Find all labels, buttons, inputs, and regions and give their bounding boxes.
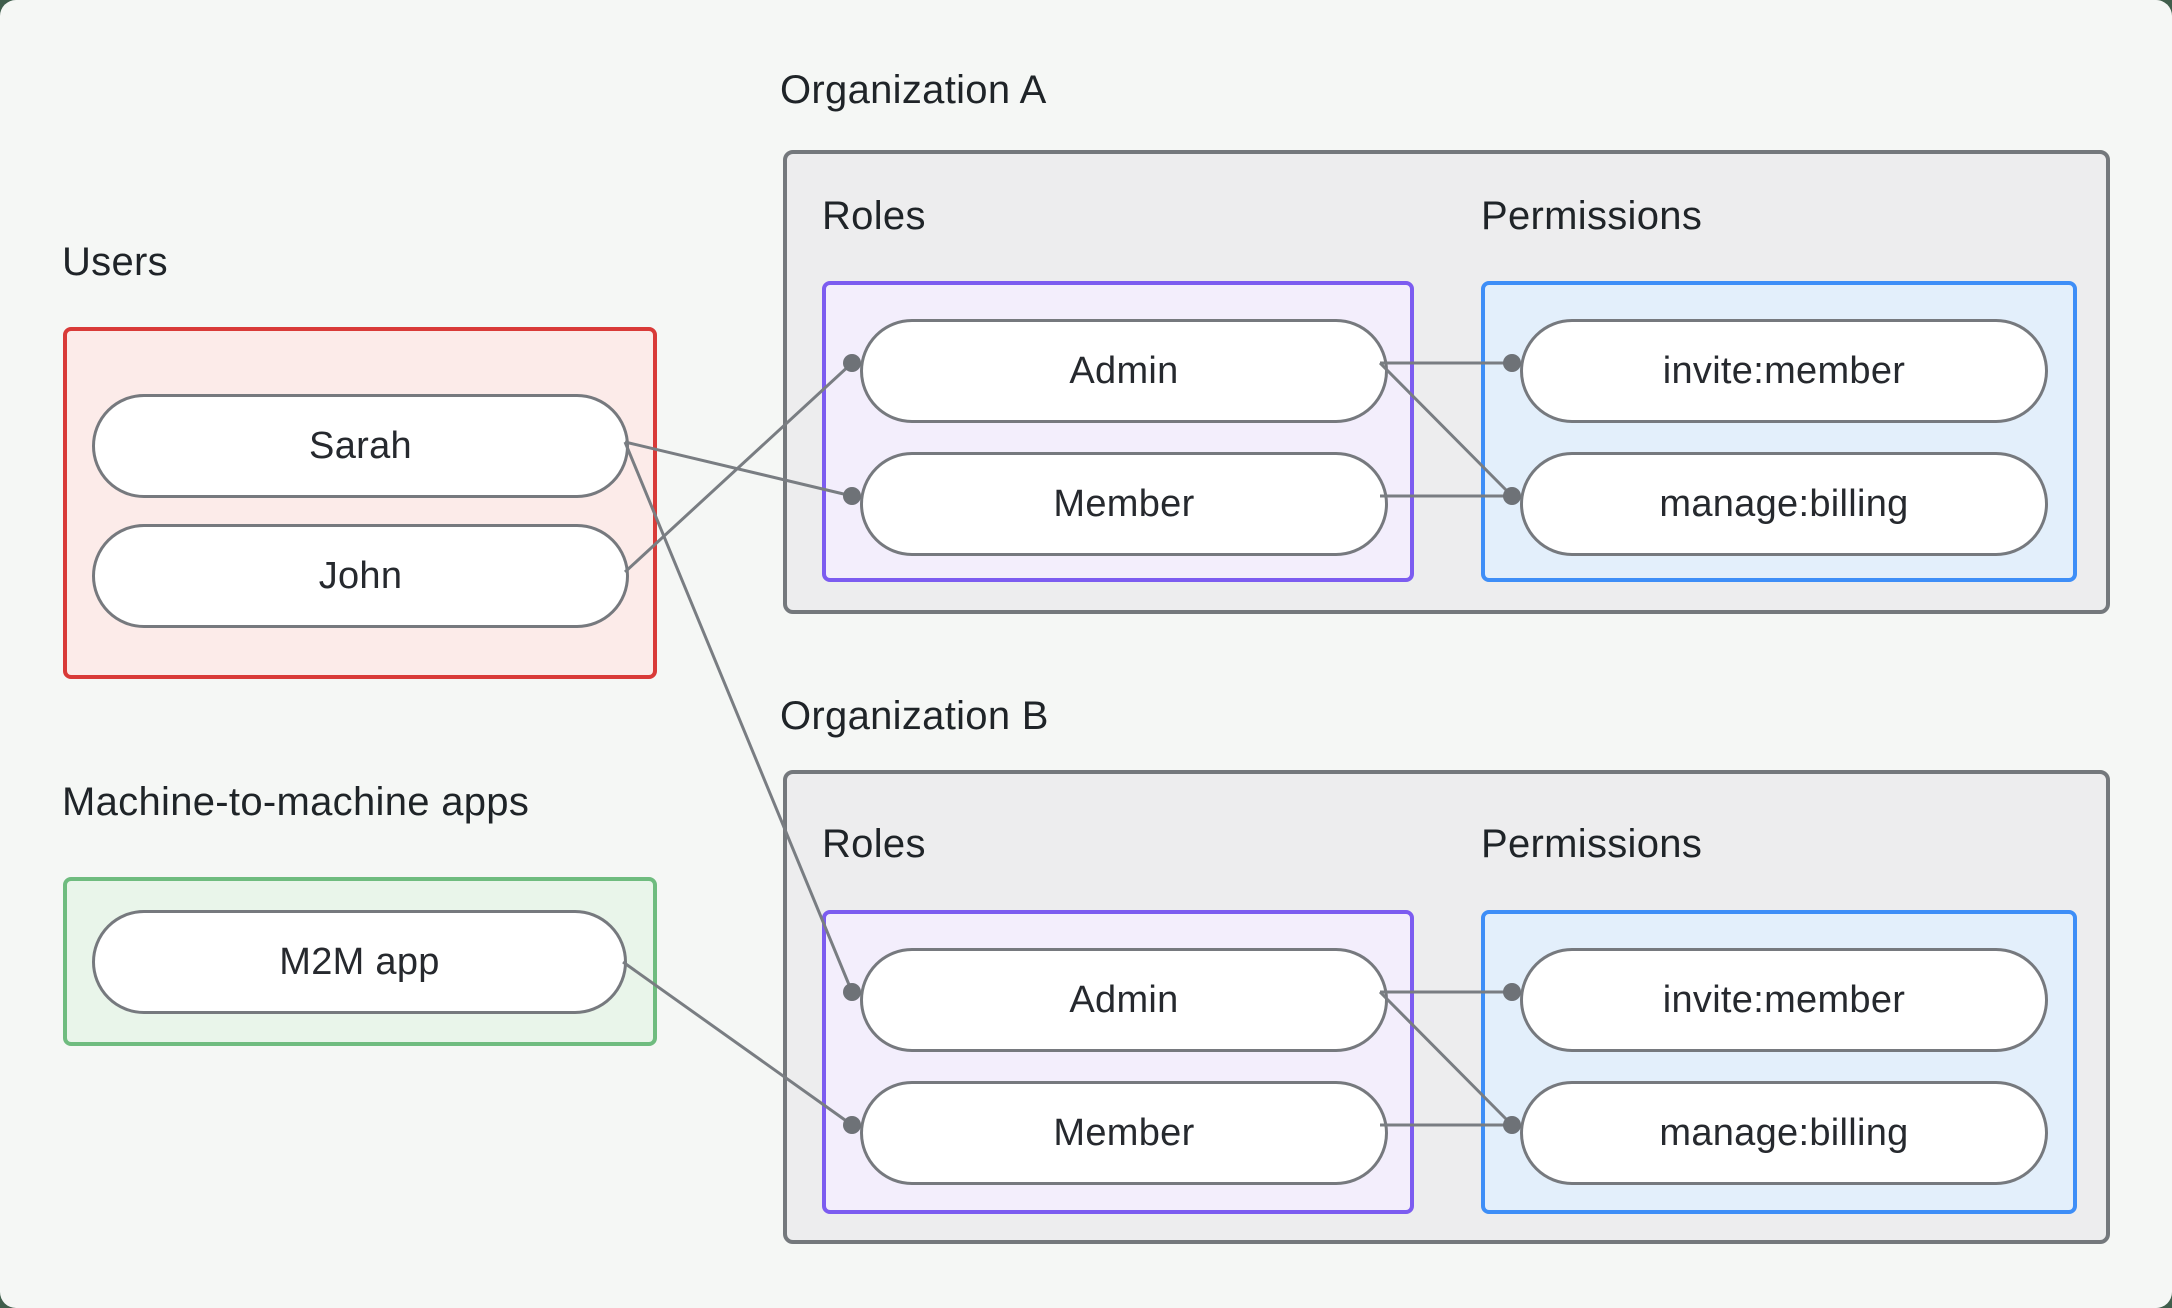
organization-a-permissions-label: Permissions bbox=[1481, 194, 1703, 238]
org-b-permission-manage-billing-label: manage:billing bbox=[1659, 1111, 1909, 1154]
org-a-permission-invite-member: invite:member bbox=[1520, 319, 2048, 423]
org-a-permission-invite-member-label: invite:member bbox=[1662, 349, 1906, 392]
organization-a-box: Roles Permissions Admin Member invite:me… bbox=[783, 150, 2110, 614]
users-group-box: Sarah John bbox=[63, 327, 657, 679]
user-node-sarah-label: Sarah bbox=[309, 424, 412, 467]
user-node-john: John bbox=[92, 524, 629, 628]
org-b-permission-invite-member-label: invite:member bbox=[1662, 978, 1906, 1021]
org-b-role-member: Member bbox=[860, 1081, 1388, 1185]
organization-a-roles-box: Admin Member bbox=[822, 281, 1414, 582]
organization-b-permissions-label: Permissions bbox=[1481, 822, 1703, 866]
organization-b-label: Organization B bbox=[780, 694, 1049, 738]
org-a-role-admin-label: Admin bbox=[1069, 349, 1179, 392]
org-b-role-admin: Admin bbox=[860, 948, 1388, 1052]
org-a-permission-manage-billing: manage:billing bbox=[1520, 452, 2048, 556]
users-group-label: Users bbox=[62, 240, 168, 284]
org-b-role-member-label: Member bbox=[1053, 1111, 1195, 1154]
org-a-role-member: Member bbox=[860, 452, 1388, 556]
m2m-app-node: M2M app bbox=[92, 910, 627, 1014]
organization-a-permissions-box: invite:member manage:billing bbox=[1481, 281, 2077, 582]
organization-b-roles-box: Admin Member bbox=[822, 910, 1414, 1214]
organization-a-roles-label: Roles bbox=[822, 194, 926, 238]
org-b-role-admin-label: Admin bbox=[1069, 978, 1179, 1021]
m2m-group-box: M2M app bbox=[63, 877, 657, 1046]
user-node-john-label: John bbox=[318, 554, 403, 597]
org-a-permission-manage-billing-label: manage:billing bbox=[1659, 482, 1909, 525]
organization-b-roles-label: Roles bbox=[822, 822, 926, 866]
user-node-sarah: Sarah bbox=[92, 394, 629, 498]
m2m-group-label: Machine-to-machine apps bbox=[62, 780, 530, 824]
org-b-permission-manage-billing: manage:billing bbox=[1520, 1081, 2048, 1185]
organization-b-box: Roles Permissions Admin Member invite:me… bbox=[783, 770, 2110, 1244]
organization-a-label: Organization A bbox=[780, 68, 1047, 112]
m2m-app-node-label: M2M app bbox=[279, 940, 440, 983]
org-a-role-member-label: Member bbox=[1053, 482, 1195, 525]
org-b-permission-invite-member: invite:member bbox=[1520, 948, 2048, 1052]
organization-b-permissions-box: invite:member manage:billing bbox=[1481, 910, 2077, 1214]
org-a-role-admin: Admin bbox=[860, 319, 1388, 423]
